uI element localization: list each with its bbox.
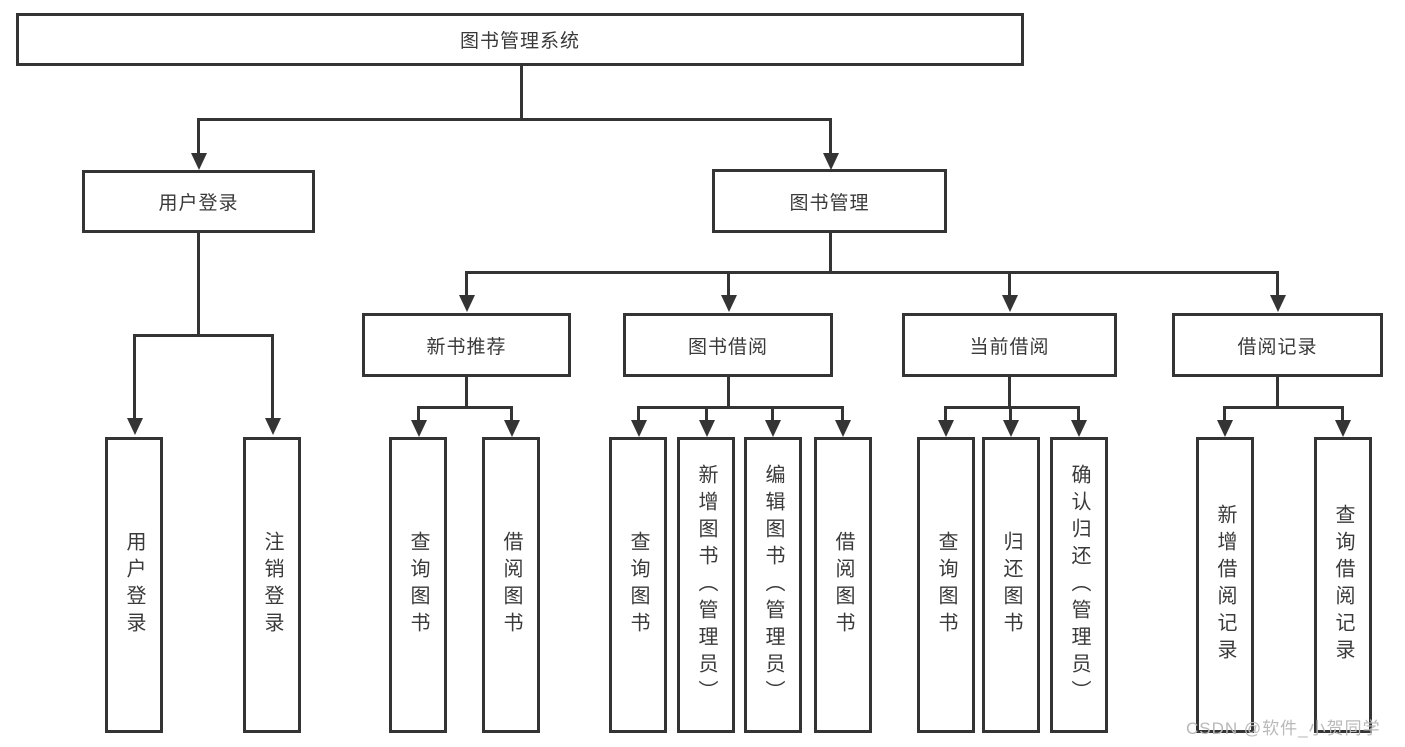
leaf-query-books-current: 查询图书 [917,437,975,733]
arrow-down [1003,406,1019,437]
node-label: 借阅图书 [832,531,854,639]
arrow-down [265,334,281,435]
arrow-down [459,271,475,312]
node-label: 新增借阅记录 [1214,504,1236,666]
node-label: 当前借阅 [969,336,1050,358]
leaf-edit-books-admin: 编辑图书（管理员） [744,437,802,733]
connector-line [637,406,843,409]
node-label: 图书管理 [789,192,870,214]
csdn-watermark: CSDN @软件_小贺同学 [1186,719,1381,738]
node-library-system: 图书管理系统 [16,13,1024,66]
connector-line [465,377,468,408]
connector-line [1276,377,1279,408]
connector-line [520,66,523,120]
node-label: 新增图书（管理员） [695,463,717,707]
connector-line [133,334,273,337]
arrow-down [835,406,851,437]
leaf-confirm-return-admin: 确认归还（管理员） [1050,437,1108,733]
node-user-login: 用户登录 [82,170,315,233]
connector-line [197,118,832,121]
arrow-down [1217,406,1233,437]
node-label: 归还图书 [1000,531,1022,639]
connector-line [197,233,200,337]
arrow-down [1071,406,1087,437]
node-label: 查询图书 [627,531,649,639]
node-book-management: 图书管理 [712,169,947,233]
node-borrowing-records: 借阅记录 [1172,313,1383,377]
node-label: 图书借阅 [687,336,768,358]
leaf-add-books-admin: 新增图书（管理员） [677,437,735,733]
leaf-logout: 注销登录 [243,437,301,733]
leaf-user-login: 用户登录 [105,437,163,733]
arrow-down [1002,271,1018,312]
arrow-down [191,118,207,170]
node-label: 借阅图书 [500,531,522,639]
connector-line [1008,377,1011,408]
node-label: 编辑图书（管理员） [762,463,784,707]
leaf-query-borrow-record: 查询借阅记录 [1314,437,1372,733]
node-label: 图书管理系统 [459,31,580,52]
connector-line [727,377,730,408]
arrow-down [699,406,715,437]
arrow-down [1335,406,1351,437]
node-label: 借阅记录 [1237,336,1318,358]
leaf-borrow-books-recommend: 借阅图书 [482,437,540,733]
arrow-down [1270,271,1286,312]
leaf-query-books-recommend: 查询图书 [389,437,447,733]
connector-line [465,271,1279,274]
arrow-down [127,334,143,435]
arrow-down [823,118,839,170]
node-book-borrowing: 图书借阅 [623,313,833,377]
node-label: 查询借阅记录 [1332,504,1354,666]
node-label: 用户登录 [158,193,239,214]
arrow-down [765,406,781,437]
leaf-query-books-borrowing: 查询图书 [609,437,667,733]
connector-line [1223,406,1343,409]
node-label: 用户登录 [123,531,145,639]
connector-line [944,406,1080,409]
node-label: 注销登录 [261,531,283,639]
arrow-down [631,406,647,437]
node-label: 查询图书 [935,531,957,639]
arrow-down [504,406,520,437]
arrow-down [721,271,737,312]
node-label: 新书推荐 [426,336,507,358]
node-new-book-recommendation: 新书推荐 [362,313,571,377]
leaf-return-books: 归还图书 [982,437,1040,733]
leaf-borrow-books: 借阅图书 [814,437,872,733]
arrow-down [411,406,427,437]
node-current-borrowing: 当前借阅 [902,313,1117,377]
connector-line [829,233,832,274]
node-label: 确认归还（管理员） [1068,463,1090,707]
node-label: 查询图书 [407,531,429,639]
leaf-add-borrow-record: 新增借阅记录 [1196,437,1254,733]
arrow-down [938,406,954,437]
connector-line [417,406,512,409]
